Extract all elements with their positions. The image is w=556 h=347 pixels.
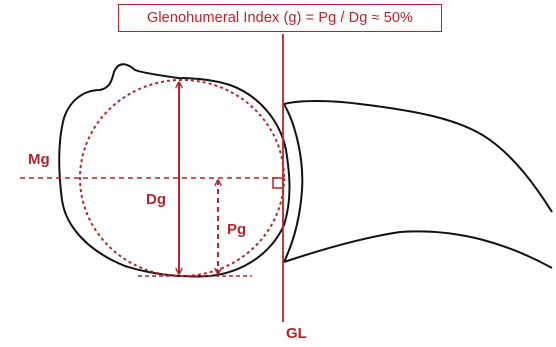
glenoid-outline xyxy=(283,100,553,213)
formula-title: Glenohumeral Index (g) = Pg / Dg ≈ 50% xyxy=(146,10,414,26)
dg-label: Dg xyxy=(146,191,166,208)
right-angle-marker xyxy=(272,177,283,189)
glenoid-inner-outline xyxy=(283,103,304,263)
scapula-neck-outline xyxy=(283,230,553,269)
pg-label: Pg xyxy=(227,221,247,238)
humeral-head-outline xyxy=(58,63,291,278)
gl-label: GL xyxy=(286,325,307,342)
formula-title-box: Glenohumeral Index (g) = Pg / Dg ≈ 50% xyxy=(118,4,442,32)
mg-label: Mg xyxy=(28,151,50,168)
